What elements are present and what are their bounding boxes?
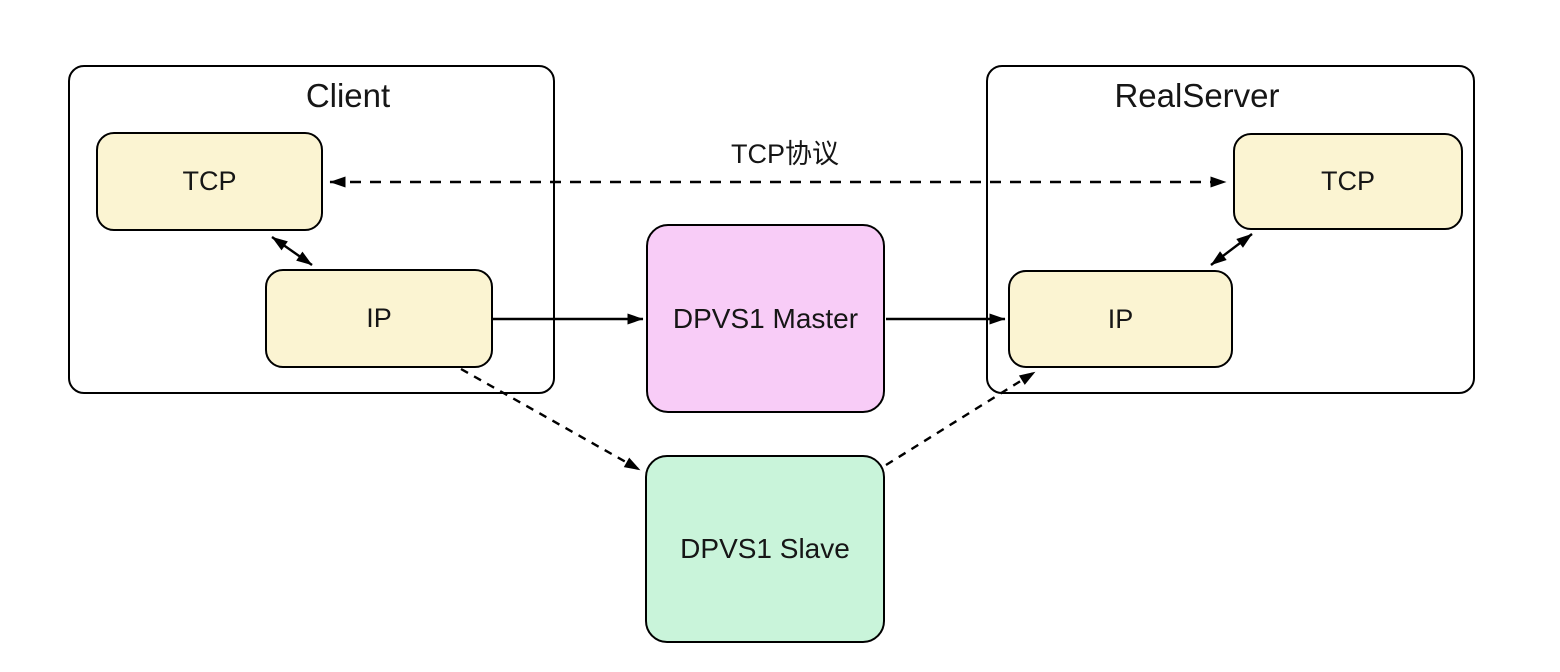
group-realserver-title: RealServer xyxy=(1114,77,1280,114)
node-dpvs1-slave: DPVS1 Slave xyxy=(645,455,885,643)
node-dpvs1-master-label: DPVS1 Master xyxy=(672,302,859,334)
group-client-title: Client xyxy=(305,77,391,114)
group-client: Client xyxy=(68,65,555,394)
node-client-tcp-label: TCP xyxy=(182,166,237,196)
node-dpvs1-master: DPVS1 Master xyxy=(646,224,885,413)
node-client-ip: IP xyxy=(265,269,493,368)
edge-label-tcp-protocol: TCP协议 xyxy=(731,139,839,169)
node-realserver-ip: IP xyxy=(1008,270,1233,368)
node-dpvs1-slave-label: DPVS1 Slave xyxy=(680,533,850,564)
node-client-ip-label: IP xyxy=(366,303,392,333)
node-realserver-ip-label: IP xyxy=(1107,303,1134,334)
node-realserver-tcp: TCP xyxy=(1233,133,1463,230)
node-client-tcp: TCP xyxy=(96,132,323,231)
group-realserver: RealServer xyxy=(986,65,1475,394)
node-realserver-tcp-label: TCP xyxy=(1321,166,1375,196)
